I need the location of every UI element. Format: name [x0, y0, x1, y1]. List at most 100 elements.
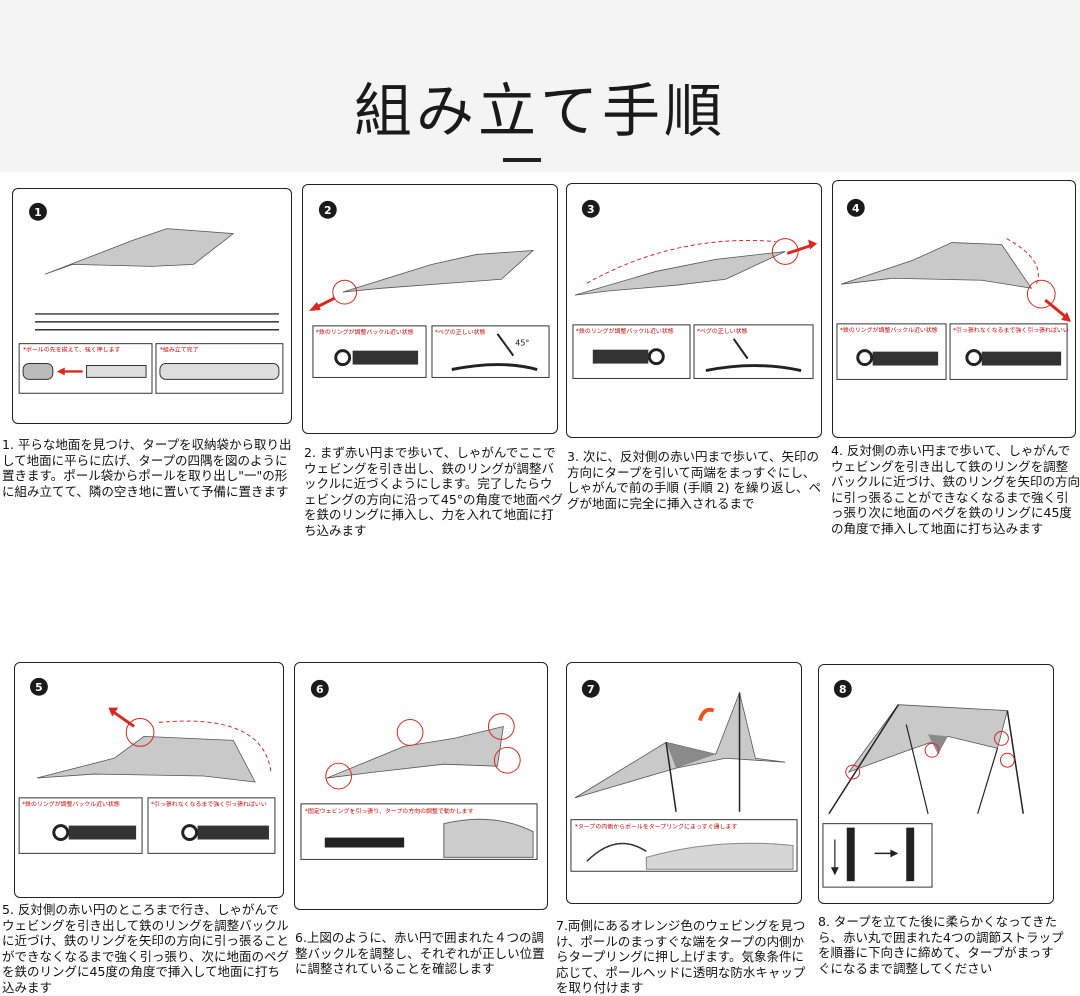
- detail-label: *引っ張れなくなるまで強く引っ張ればいい: [151, 800, 267, 808]
- buckle-strap: [197, 825, 269, 840]
- strap: [906, 827, 915, 882]
- buckle-strap: [592, 349, 649, 364]
- step-number-badge: [310, 679, 329, 698]
- detail-label: *鉄のリングが調整バックル近い状態: [576, 327, 674, 335]
- header-band: [0, 0, 1080, 172]
- iron-ring: [647, 348, 665, 366]
- detail-box: [822, 823, 933, 888]
- strap: [324, 837, 405, 848]
- step-4-caption: 4. 反対側の赤い円まで歩いて、しゃがんでウェビングを引き出して鉄のリングを調整…: [831, 443, 1080, 536]
- arrow-head: [108, 707, 119, 717]
- detail-label: *固定ウェビングを引っ張り、タープの方向の調整で動かします: [305, 807, 474, 815]
- step-3-caption: 3. 次に、反対側の赤い円まで歩いて、矢印の方向にタープを引いて両端をまっすぐに…: [567, 449, 822, 511]
- iron-ring: [856, 349, 874, 367]
- step-8-panel: 8: [818, 664, 1054, 904]
- step-number-badge: [318, 200, 337, 219]
- red-circle-marker: [845, 764, 861, 780]
- tarp-shape: [326, 725, 504, 779]
- guy-line: [977, 748, 999, 814]
- iron-ring: [181, 824, 199, 841]
- step-number: 1: [34, 206, 42, 219]
- tarp-shape: [342, 249, 535, 293]
- page-title: 組み立て手順: [353, 77, 726, 145]
- buckle-strap: [68, 825, 137, 840]
- detail-label: *ペグの正しい状態: [697, 327, 748, 335]
- step-number: 5: [35, 681, 43, 694]
- pole: [828, 704, 899, 815]
- tarp-shape: [574, 251, 786, 296]
- buckle-strap: [872, 351, 939, 366]
- step-2-caption: 2. まず赤い円まで歩いて、しゃがんでここでウェビングを引き出し、鉄のリングが調…: [304, 445, 564, 538]
- peg: [451, 363, 538, 371]
- pull-arrow: [113, 711, 135, 728]
- arrow-head: [890, 849, 899, 858]
- pole: [1006, 710, 1024, 814]
- step-number: 2: [324, 204, 332, 217]
- pull-arrow: [1044, 298, 1069, 320]
- tarp-shadow: [666, 742, 716, 769]
- peg-stake: [496, 333, 515, 357]
- pole-segment: [86, 364, 147, 378]
- step-3-panel: 3 *鉄のリングが調整バックル近い状態 *ペグの正しい状態: [566, 183, 822, 438]
- detail-label: *組み立て完了: [160, 346, 199, 354]
- step-8-illustration: 8: [822, 679, 1024, 888]
- step-number-badge: [30, 677, 48, 696]
- detail-label: *鉄のリングが調整バックル近い状態: [316, 328, 414, 336]
- red-circle-marker: [924, 742, 940, 758]
- step-7-panel: 7 *タープの内側からポールをタープリングにまっすぐ通します: [566, 662, 802, 904]
- pole: [665, 742, 677, 812]
- step-7-caption: 7.両側にあるオレンジ色のウェビングを見つけ、ポールのまっすぐな端をタープの内側…: [556, 918, 806, 995]
- step-1-caption: 1. 平らな地面を見つけ、タープを収納袋から取り出して地面に平らに広げ、タープの…: [2, 437, 292, 499]
- step-number-badge: [846, 198, 865, 217]
- step-number-badge: [833, 679, 852, 698]
- iron-ring: [52, 824, 70, 841]
- hand-shape: [586, 842, 647, 862]
- step-number: 3: [587, 203, 595, 216]
- step-number: 8: [839, 683, 847, 696]
- pole-end: [22, 363, 54, 380]
- detail-label: *ポールの先を揃えて、強く押します: [23, 346, 120, 354]
- step-number-badge: [29, 202, 47, 221]
- step-8-caption: 8. タープを立てた後に柔らかくなってきたら、赤い丸で囲まれた4つの調節ストラッ…: [818, 914, 1064, 976]
- step-number: 6: [316, 683, 324, 696]
- tarp-shape: [36, 735, 256, 783]
- detail-label: *鉄のリングが調整バックル近い状態: [22, 800, 120, 808]
- tarp-shape: [44, 228, 235, 275]
- angle-label: 45°: [515, 339, 529, 348]
- guy-line: [905, 724, 929, 814]
- orange-arrow: [697, 707, 715, 722]
- step-5-illustration: 5 *鉄のリングが調整バックル近い状態 *引っ張れなくなるまで強く引っ張ればいい: [18, 677, 276, 854]
- dashed-path: [586, 239, 776, 284]
- step-3-illustration: 3 *鉄のリングが調整バックル近い状態 *ペグの正しい状態: [572, 199, 818, 379]
- buckle-strap: [352, 350, 419, 365]
- hand-shape: [443, 818, 534, 858]
- red-circle-marker: [999, 752, 1015, 768]
- step-number: 7: [587, 683, 595, 696]
- step-4-illustration: 4 *鉄のリングが調整バックル近い状態 *引っ張れなくなるまで強く引っ張ればいい: [836, 198, 1072, 380]
- buckle-strap: [981, 351, 1062, 366]
- red-circle-marker: [493, 746, 521, 774]
- red-circle-marker: [994, 730, 1009, 746]
- step-6-illustration: 6 *固定ウェビングを引っ張り、タープの方向の調整で動かします: [300, 679, 538, 860]
- step-number-badge: [581, 679, 600, 698]
- step-number: 4: [852, 202, 860, 215]
- detail-label: *鉄のリングが調整バックル近い状態: [840, 326, 938, 334]
- arrow-head: [308, 302, 321, 311]
- pole-assembled: [159, 363, 280, 380]
- title-underline: [503, 158, 541, 162]
- detail-label: *タープの内側からポールをタープリングにまっすぐ通します: [575, 823, 737, 831]
- dashed-path: [1006, 238, 1039, 285]
- step-1-illustration: 1 *ポールの先を揃えて、強く押します *組み立て完了: [18, 202, 284, 394]
- step-number-badge: [581, 199, 600, 218]
- red-circle-marker: [487, 713, 515, 740]
- arrow-head: [830, 867, 839, 876]
- arrow-head: [808, 239, 818, 250]
- tarp-shape: [574, 691, 786, 799]
- strap: [846, 827, 855, 882]
- peg: [705, 364, 802, 372]
- red-circle-marker: [125, 718, 155, 747]
- iron-ring: [965, 349, 983, 367]
- tarp-shape: [847, 704, 1008, 773]
- step-6-panel: 6 *固定ウェビングを引っ張り、タープの方向の調整で動かします: [294, 662, 548, 910]
- tarp-shape: [840, 242, 1033, 289]
